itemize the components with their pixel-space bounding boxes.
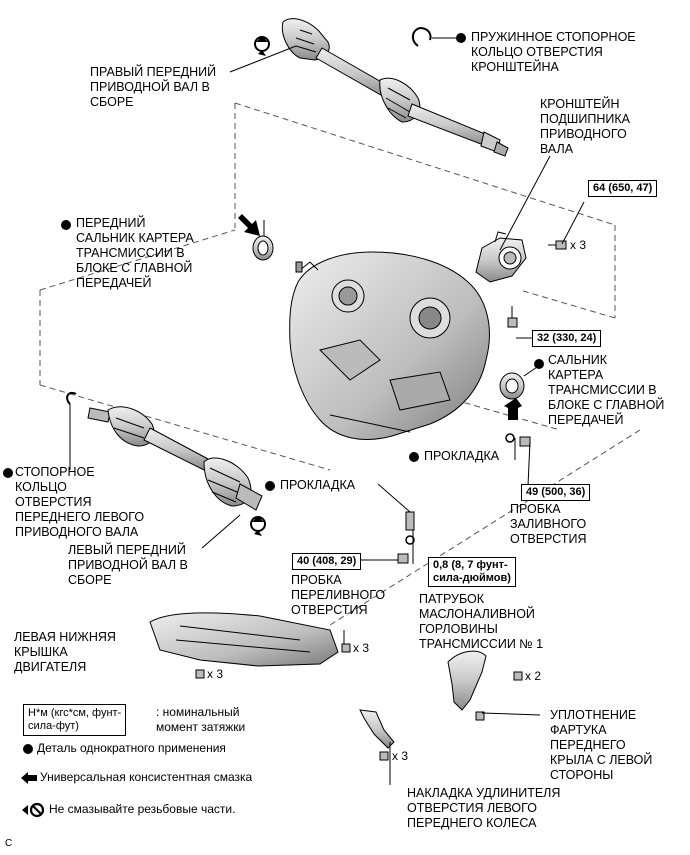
torque-box-08: 0,8 (8, 7 фунт- сила-дюймов) <box>428 557 516 587</box>
snap-ring-left-part <box>66 392 77 405</box>
right-oil-seal-part <box>499 372 525 400</box>
non-reusable-bullet-icon <box>534 359 544 369</box>
torque-box-40: 40 (408, 29) <box>292 553 362 570</box>
cover-bolt-right <box>341 643 351 653</box>
non-reusable-bullet-icon <box>61 220 71 230</box>
label-left-drive-shaft: ЛЕВЫЙ ПЕРЕДНИЙ ПРИВОДНОЙ ВАЛ В СБОРЕ <box>68 543 188 587</box>
cover-bolt-left <box>195 669 205 679</box>
transaxle-housing <box>289 251 490 440</box>
legend-no-lube-text: Не смазывайте резьбовые части. <box>49 802 236 816</box>
overflow-plug-part <box>397 553 409 564</box>
label-gasket-lower: ПРОКЛАДКА <box>280 478 356 492</box>
non-reusable-bullet-icon <box>409 452 419 462</box>
right-drive-shaft <box>281 18 509 157</box>
non-reusable-bullet-icon <box>456 33 466 43</box>
engine-cover-part <box>149 612 339 667</box>
label-filler-plug: ПРОБКА ЗАЛИВНОГО ОТВЕРСТИЯ <box>510 502 587 546</box>
label-wheel-opening: НАКЛАДКА УДЛИНИТЕЛЯ ОТВЕРСТИЯ ЛЕВОГО ПЕР… <box>407 786 561 830</box>
qty-cover-bolts-left: x 3 <box>207 667 224 681</box>
leader-lines <box>69 37 585 785</box>
qty-cover-bolts-right: x 3 <box>353 641 370 655</box>
label-filler-tube: ПАТРУБОК МАСЛОНАЛИВНОЙ ГОРЛОВИНЫ ТРАНСМИ… <box>419 592 544 651</box>
label-fender-seal: УПЛОТНЕНИЕ ФАРТУКА ПЕРЕДНЕГО КРЫЛА С ЛЕВ… <box>550 708 653 782</box>
bearing-bracket-part <box>475 231 527 283</box>
snap-ring-bracket-part <box>412 26 432 47</box>
legend-grease-arrow-icon <box>21 772 37 784</box>
grease-arrow-icon-right <box>504 398 522 420</box>
legend-grease-text: Универсальная консистентная смазка <box>40 770 253 784</box>
legend-torque-text: : номинальный момент затяжки <box>156 705 246 734</box>
fender-bolt-lower <box>475 711 485 721</box>
label-engine-cover: ЛЕВАЯ НИЖНЯЯ КРЫШКА ДВИГАТЕЛЯ <box>14 630 116 674</box>
non-reusable-bullet-icon <box>265 481 275 491</box>
label-snap-ring-left: СТОПОРНОЕ КОЛЬЦО ОТВЕРСТИЯ ПЕРЕДНЕГО ЛЕВ… <box>15 465 145 539</box>
rotation-arrow-icon-upper <box>254 36 270 56</box>
footer-code: C <box>5 838 13 849</box>
torque-box-64: 64 (650, 47) <box>588 180 658 197</box>
qty-wheel-bolts: x 3 <box>392 749 409 763</box>
legend-no-lube-icon <box>22 802 45 818</box>
label-snap-ring-bracket: ПРУЖИННОЕ СТОПОРНОЕ КОЛЬЦО ОТВЕРСТИЯ КРО… <box>471 30 636 74</box>
label-oil-seal-right: САЛЬНИК КАРТЕРА ТРАНСМИССИИ В БЛОКЕ С ГЛ… <box>548 353 665 427</box>
left-drive-shaft <box>87 406 263 511</box>
label-gasket-upper: ПРОКЛАДКА <box>424 449 500 463</box>
legend-torque-box: Н*м (кгс*см, фунт- сила-фут) <box>23 704 127 736</box>
front-oil-seal-part <box>252 235 274 261</box>
label-overflow-plug: ПРОБКА ПЕРЕЛИВНОГО ОТВЕРСТИЯ <box>291 573 386 617</box>
label-right-drive-shaft: ПРАВЫЙ ПЕРЕДНИЙ ПРИВОДНОЙ ВАЛ В СБОРЕ <box>90 65 217 109</box>
bracket-bolt <box>548 240 567 250</box>
gasket-upper-part <box>505 433 515 443</box>
legend-non-reusable-text: Деталь однократного применения <box>37 741 226 755</box>
filler-plug-part <box>519 436 531 447</box>
grease-arrow-icon-left <box>238 214 260 236</box>
fender-bolt-upper <box>513 671 523 681</box>
fender-seal-part <box>447 650 487 711</box>
wheel-bolt <box>379 751 389 761</box>
non-reusable-bullet-icon <box>3 468 13 478</box>
label-bearing-bracket: КРОНШТЕЙН ПОДШИПНИКА ПРИВОДНОГО ВАЛА <box>540 97 630 156</box>
wheel-opening-part <box>359 709 395 749</box>
bracket-lower-bolt <box>507 306 518 328</box>
rotation-arrow-icon-lower <box>250 516 266 536</box>
dashed-guide-lines <box>39 102 641 626</box>
qty-fender-bolts: x 2 <box>525 669 542 683</box>
torque-box-49: 49 (500, 36) <box>521 484 591 501</box>
legend-non-reusable-icon <box>23 744 33 754</box>
label-front-oil-seal: ПЕРЕДНИЙ САЛЬНИК КАРТЕРА ТРАНСМИССИИ В Б… <box>76 216 194 290</box>
torque-box-32: 32 (330, 24) <box>532 330 602 347</box>
qty-bracket-bolts: x 3 <box>570 238 587 252</box>
